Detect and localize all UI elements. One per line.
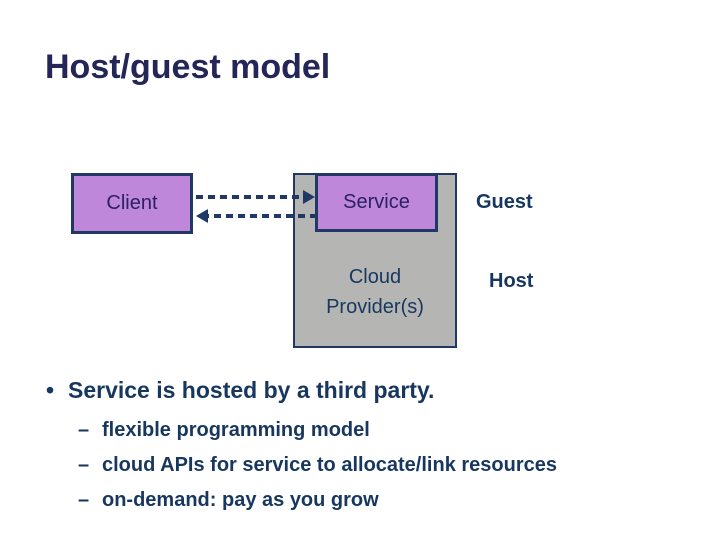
- sub-bullet-text: cloud APIs for service to allocate/link …: [102, 454, 557, 476]
- service-to-client-arrow: [196, 209, 317, 223]
- client-to-service-arrow: [196, 190, 315, 204]
- arrowhead-right-icon: [303, 190, 315, 204]
- bullet-marker: •: [46, 377, 55, 403]
- guest-label: Guest: [476, 191, 533, 213]
- arrowhead-left-icon: [196, 209, 208, 223]
- sub-bullet-text: on-demand: pay as you grow: [102, 489, 379, 511]
- dash-marker: –: [78, 454, 90, 476]
- sub-bullet-text: flexible programming model: [102, 419, 370, 441]
- dash-marker: –: [78, 489, 90, 511]
- cloud-provider-label-line1: Cloud: [348, 266, 402, 288]
- dashed-line: [196, 195, 303, 199]
- sub-bullet-row: – flexible programming model: [78, 419, 370, 442]
- dash-marker: –: [78, 419, 90, 441]
- main-bullet-row: • Service is hosted by a third party.: [46, 377, 434, 404]
- sub-bullet-row: – on-demand: pay as you grow: [78, 489, 379, 512]
- client-box-label: Client: [106, 192, 158, 214]
- cloud-provider-label-line2: Provider(s): [326, 296, 424, 318]
- main-bullet-text: Service is hosted by a third party.: [68, 377, 435, 403]
- sub-bullet-row: – cloud APIs for service to allocate/lin…: [78, 454, 557, 477]
- client-box: Client: [71, 173, 193, 234]
- slide-title: Host/guest model: [45, 48, 331, 86]
- service-box: Service: [315, 173, 438, 232]
- cloud-provider-label: Cloud Provider(s): [293, 262, 457, 322]
- host-label: Host: [489, 270, 534, 292]
- service-box-label: Service: [343, 191, 410, 213]
- dashed-line: [208, 214, 317, 218]
